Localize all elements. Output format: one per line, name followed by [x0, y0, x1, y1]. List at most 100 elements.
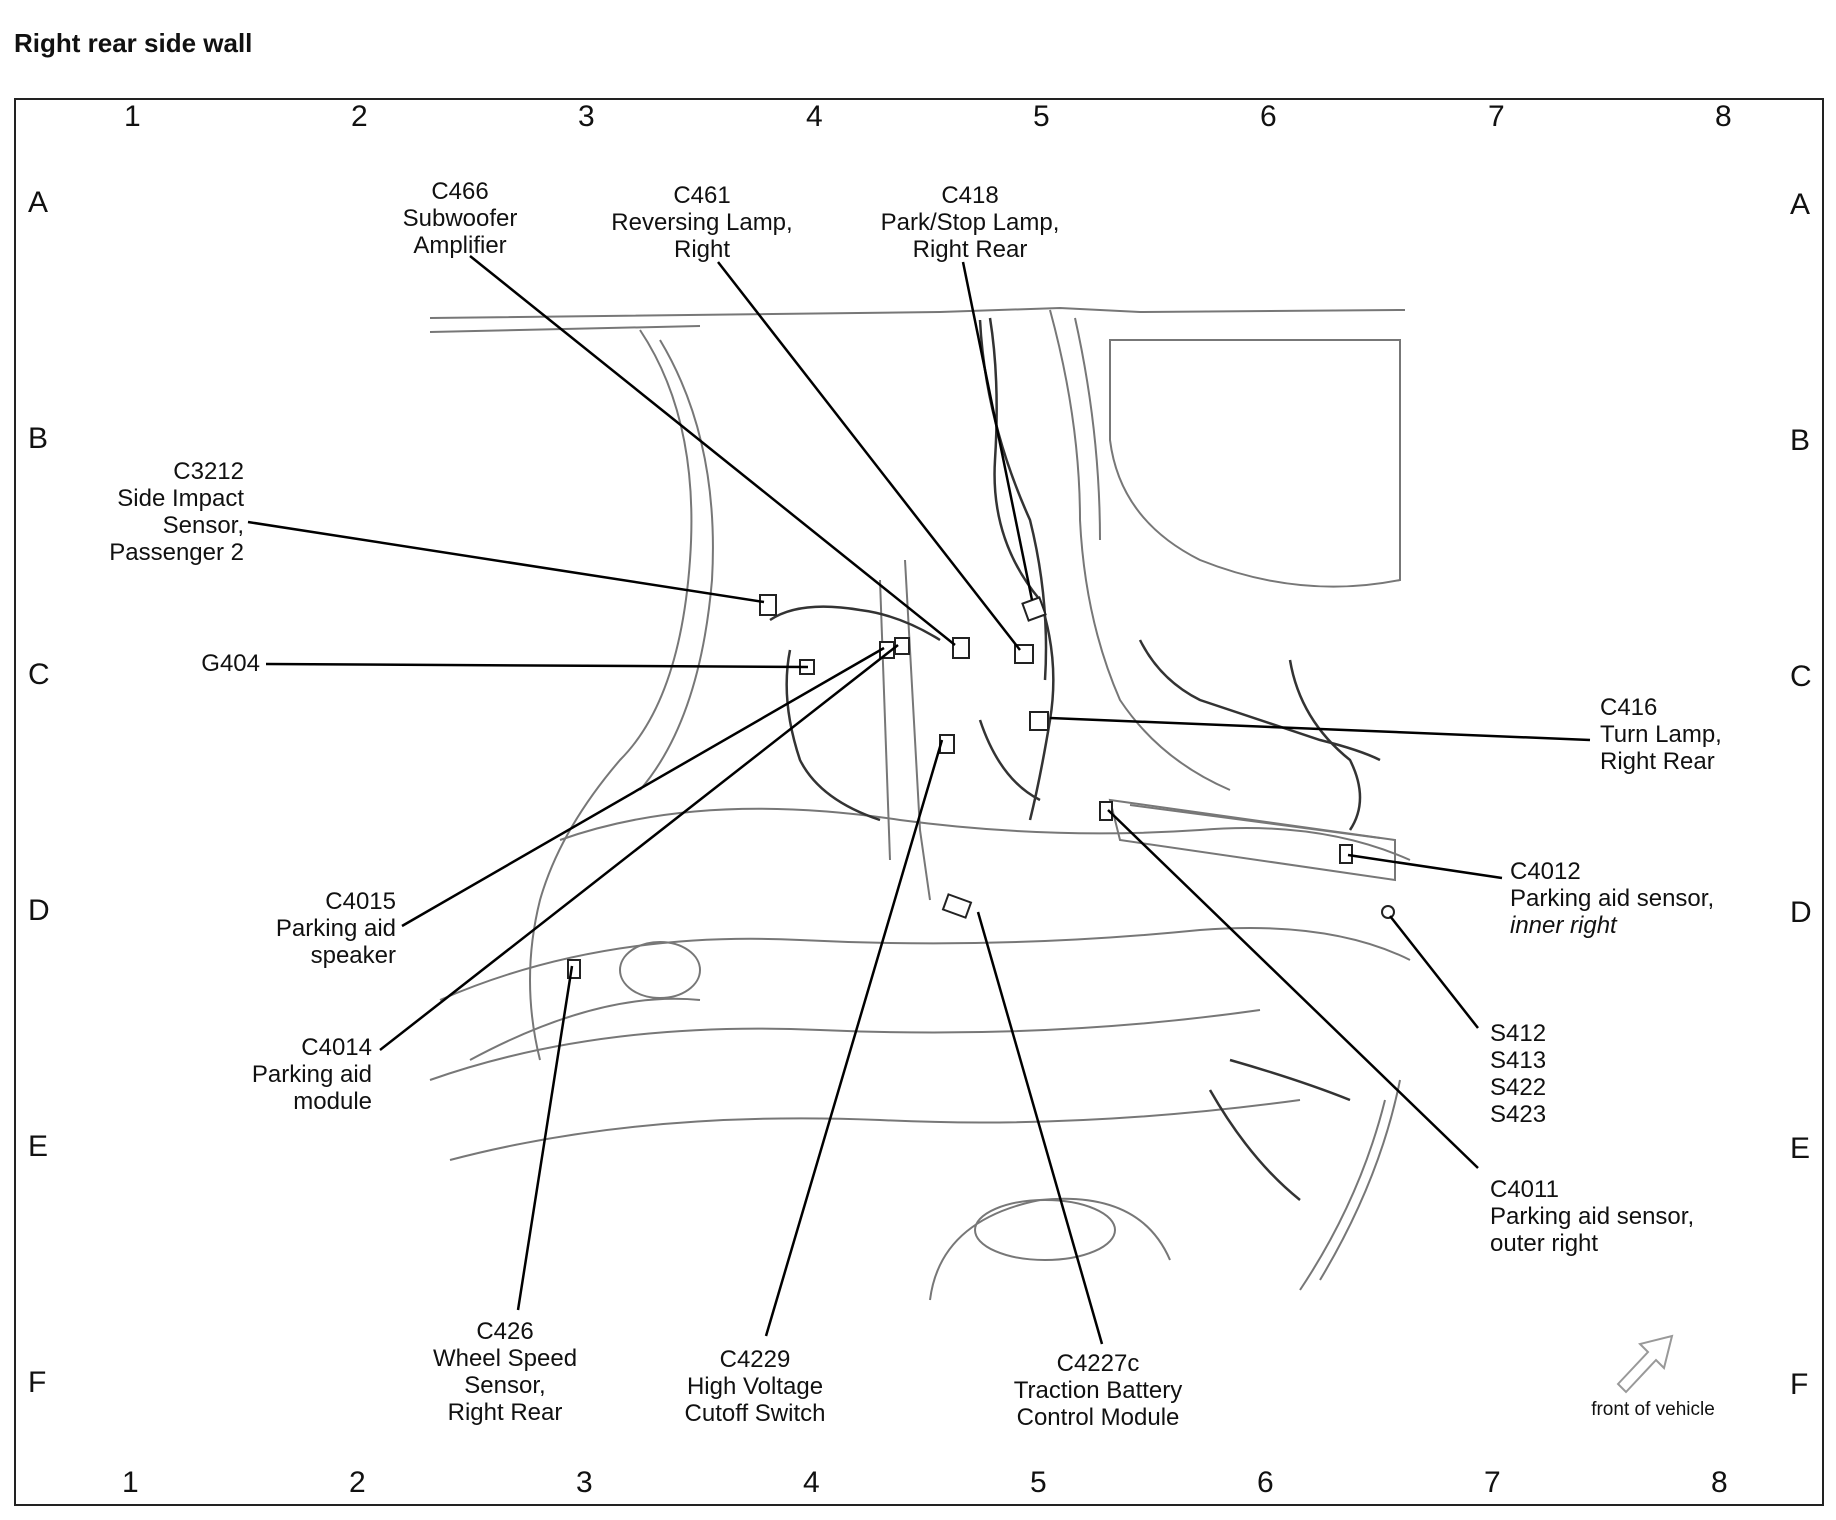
label-c4012-line2: inner right	[1510, 912, 1617, 939]
grid-row-left-f: F	[28, 1366, 47, 1399]
label-c426-code: C426	[476, 1318, 534, 1345]
label-c4014-line2: module	[293, 1088, 372, 1115]
label-c4015: C4015 Parking aid speaker	[230, 888, 396, 969]
label-c4014-line1: Parking aid	[251, 1061, 372, 1088]
leader-g404	[265, 662, 809, 669]
leader-lines	[247, 255, 1591, 1345]
label-c3212-line3: Passenger 2	[109, 539, 244, 566]
grid-col-bottom-6: 6	[1257, 1466, 1274, 1499]
label-c466: C466 Subwoofer Amplifier	[380, 178, 540, 259]
label-c3212-code: C3212	[173, 458, 244, 485]
grid-col-bottom-5: 5	[1030, 1466, 1047, 1499]
label-c4011-line1: Parking aid sensor,	[1490, 1203, 1695, 1230]
label-c426-line3: Right Rear	[447, 1399, 563, 1426]
leader-c461	[717, 261, 1021, 651]
label-c426: C426 Wheel Speed Sensor, Right Rear	[410, 1318, 600, 1426]
label-c4014: C4014 Parking aid module	[200, 1034, 372, 1115]
connector-c4012	[1339, 844, 1353, 864]
label-c4015-code: C4015	[325, 888, 396, 915]
diagram-frame	[14, 98, 1824, 1506]
label-c3212-line2: Sensor,	[162, 512, 244, 539]
label-c418: C418 Park/Stop Lamp, Right Rear	[858, 182, 1082, 263]
label-c4227c-line2: Control Module	[1016, 1404, 1180, 1431]
grid-col-top-7: 7	[1488, 100, 1505, 133]
grid-col-bottom-8: 8	[1711, 1466, 1728, 1499]
label-splices: S412 S413 S422 S423	[1490, 1020, 1610, 1128]
grid-row-left-b: B	[28, 422, 49, 455]
grid-col-top-3: 3	[578, 100, 595, 133]
label-s413: S413	[1490, 1047, 1547, 1074]
grid-row-right-a: A	[1790, 188, 1811, 221]
grid-row-right-d: D	[1790, 896, 1812, 929]
connectors	[567, 594, 1395, 979]
label-s412: S412	[1490, 1020, 1547, 1047]
label-c416-code: C416	[1600, 694, 1658, 721]
grid-row-left-c: C	[28, 658, 50, 691]
label-c418-code: C418	[941, 182, 999, 209]
connector-c466	[952, 637, 970, 659]
grid-col-bottom-2: 2	[349, 1466, 366, 1499]
leader-c418	[961, 261, 1034, 601]
label-g404-code: G404	[201, 650, 260, 677]
label-c4227c: C4227c Traction Battery Control Module	[988, 1350, 1208, 1431]
grid-col-top-1: 1	[124, 100, 141, 133]
label-c4011-line2: outer right	[1490, 1230, 1599, 1257]
label-g404: G404	[150, 650, 260, 677]
connector-c3212	[759, 594, 777, 616]
label-c426-line1: Wheel Speed	[432, 1345, 578, 1372]
label-c461-line1: Reversing Lamp,	[611, 209, 793, 236]
label-c4012: C4012 Parking aid sensor, inner right	[1510, 858, 1750, 939]
label-c4015-line2: speaker	[310, 942, 396, 969]
connector-c416	[1029, 711, 1049, 731]
diagram-title: Right rear side wall	[14, 28, 253, 58]
label-c416-line1: Turn Lamp,	[1600, 721, 1722, 748]
grid-row-left-d: D	[28, 894, 50, 927]
leader-c4014	[379, 644, 899, 1051]
label-c4229-line2: Cutoff Switch	[684, 1400, 826, 1427]
leader-c466	[469, 255, 956, 646]
grid-col-bottom-7: 7	[1484, 1466, 1501, 1499]
label-c418-line2: Right Rear	[912, 236, 1028, 263]
leader-c4011	[1107, 809, 1479, 1169]
leader-c3212	[247, 520, 765, 604]
label-s422: S422	[1490, 1074, 1547, 1101]
body-outline	[429, 306, 1411, 1301]
connector-c4011	[1099, 801, 1113, 821]
leader-c416	[1049, 716, 1591, 742]
leader-splices	[1389, 915, 1479, 1029]
connector-splices	[1381, 905, 1395, 919]
grid-row-right-e: E	[1790, 1132, 1811, 1165]
label-c4012-line1: Parking aid sensor,	[1510, 885, 1715, 912]
grid-col-top-2: 2	[351, 100, 368, 133]
grid-col-top-6: 6	[1260, 100, 1277, 133]
label-c4015-line1: Parking aid	[275, 915, 396, 942]
leader-c4012	[1347, 853, 1503, 880]
label-c4011-code: C4011	[1490, 1176, 1559, 1203]
connector-c4227c	[941, 893, 973, 919]
grid-row-left-a: A	[28, 186, 49, 219]
grid-row-right-f: F	[1790, 1368, 1809, 1401]
label-c461: C461 Reversing Lamp, Right	[590, 182, 814, 263]
label-c461-code: C461	[673, 182, 731, 209]
label-c466-line2: Amplifier	[413, 232, 507, 259]
label-c466-code: C466	[431, 178, 489, 205]
front-arrow-icon	[1616, 1334, 1674, 1394]
label-c4014-code: C4014	[301, 1034, 372, 1061]
grid-col-top-4: 4	[806, 100, 823, 133]
grid-row-right-c: C	[1790, 660, 1812, 693]
label-c3212: C3212 Side Impact Sensor, Passenger 2	[60, 458, 244, 566]
label-c426-line2: Sensor,	[464, 1372, 546, 1399]
label-c416-line2: Right Rear	[1600, 748, 1715, 775]
grid-row-right-b: B	[1790, 424, 1811, 457]
grid-col-bottom-4: 4	[803, 1466, 820, 1499]
grid-col-bottom-1: 1	[122, 1466, 139, 1499]
leader-c4015	[401, 646, 885, 928]
grid-row-left-e: E	[28, 1130, 49, 1163]
label-c4012-code: C4012	[1510, 858, 1581, 885]
label-c4227c-line1: Traction Battery	[1013, 1377, 1183, 1404]
label-c418-line1: Park/Stop Lamp,	[880, 209, 1060, 236]
leader-c4227c	[976, 911, 1104, 1345]
label-c4227c-code: C4227c	[1056, 1350, 1140, 1377]
grid-col-bottom-3: 3	[576, 1466, 593, 1499]
